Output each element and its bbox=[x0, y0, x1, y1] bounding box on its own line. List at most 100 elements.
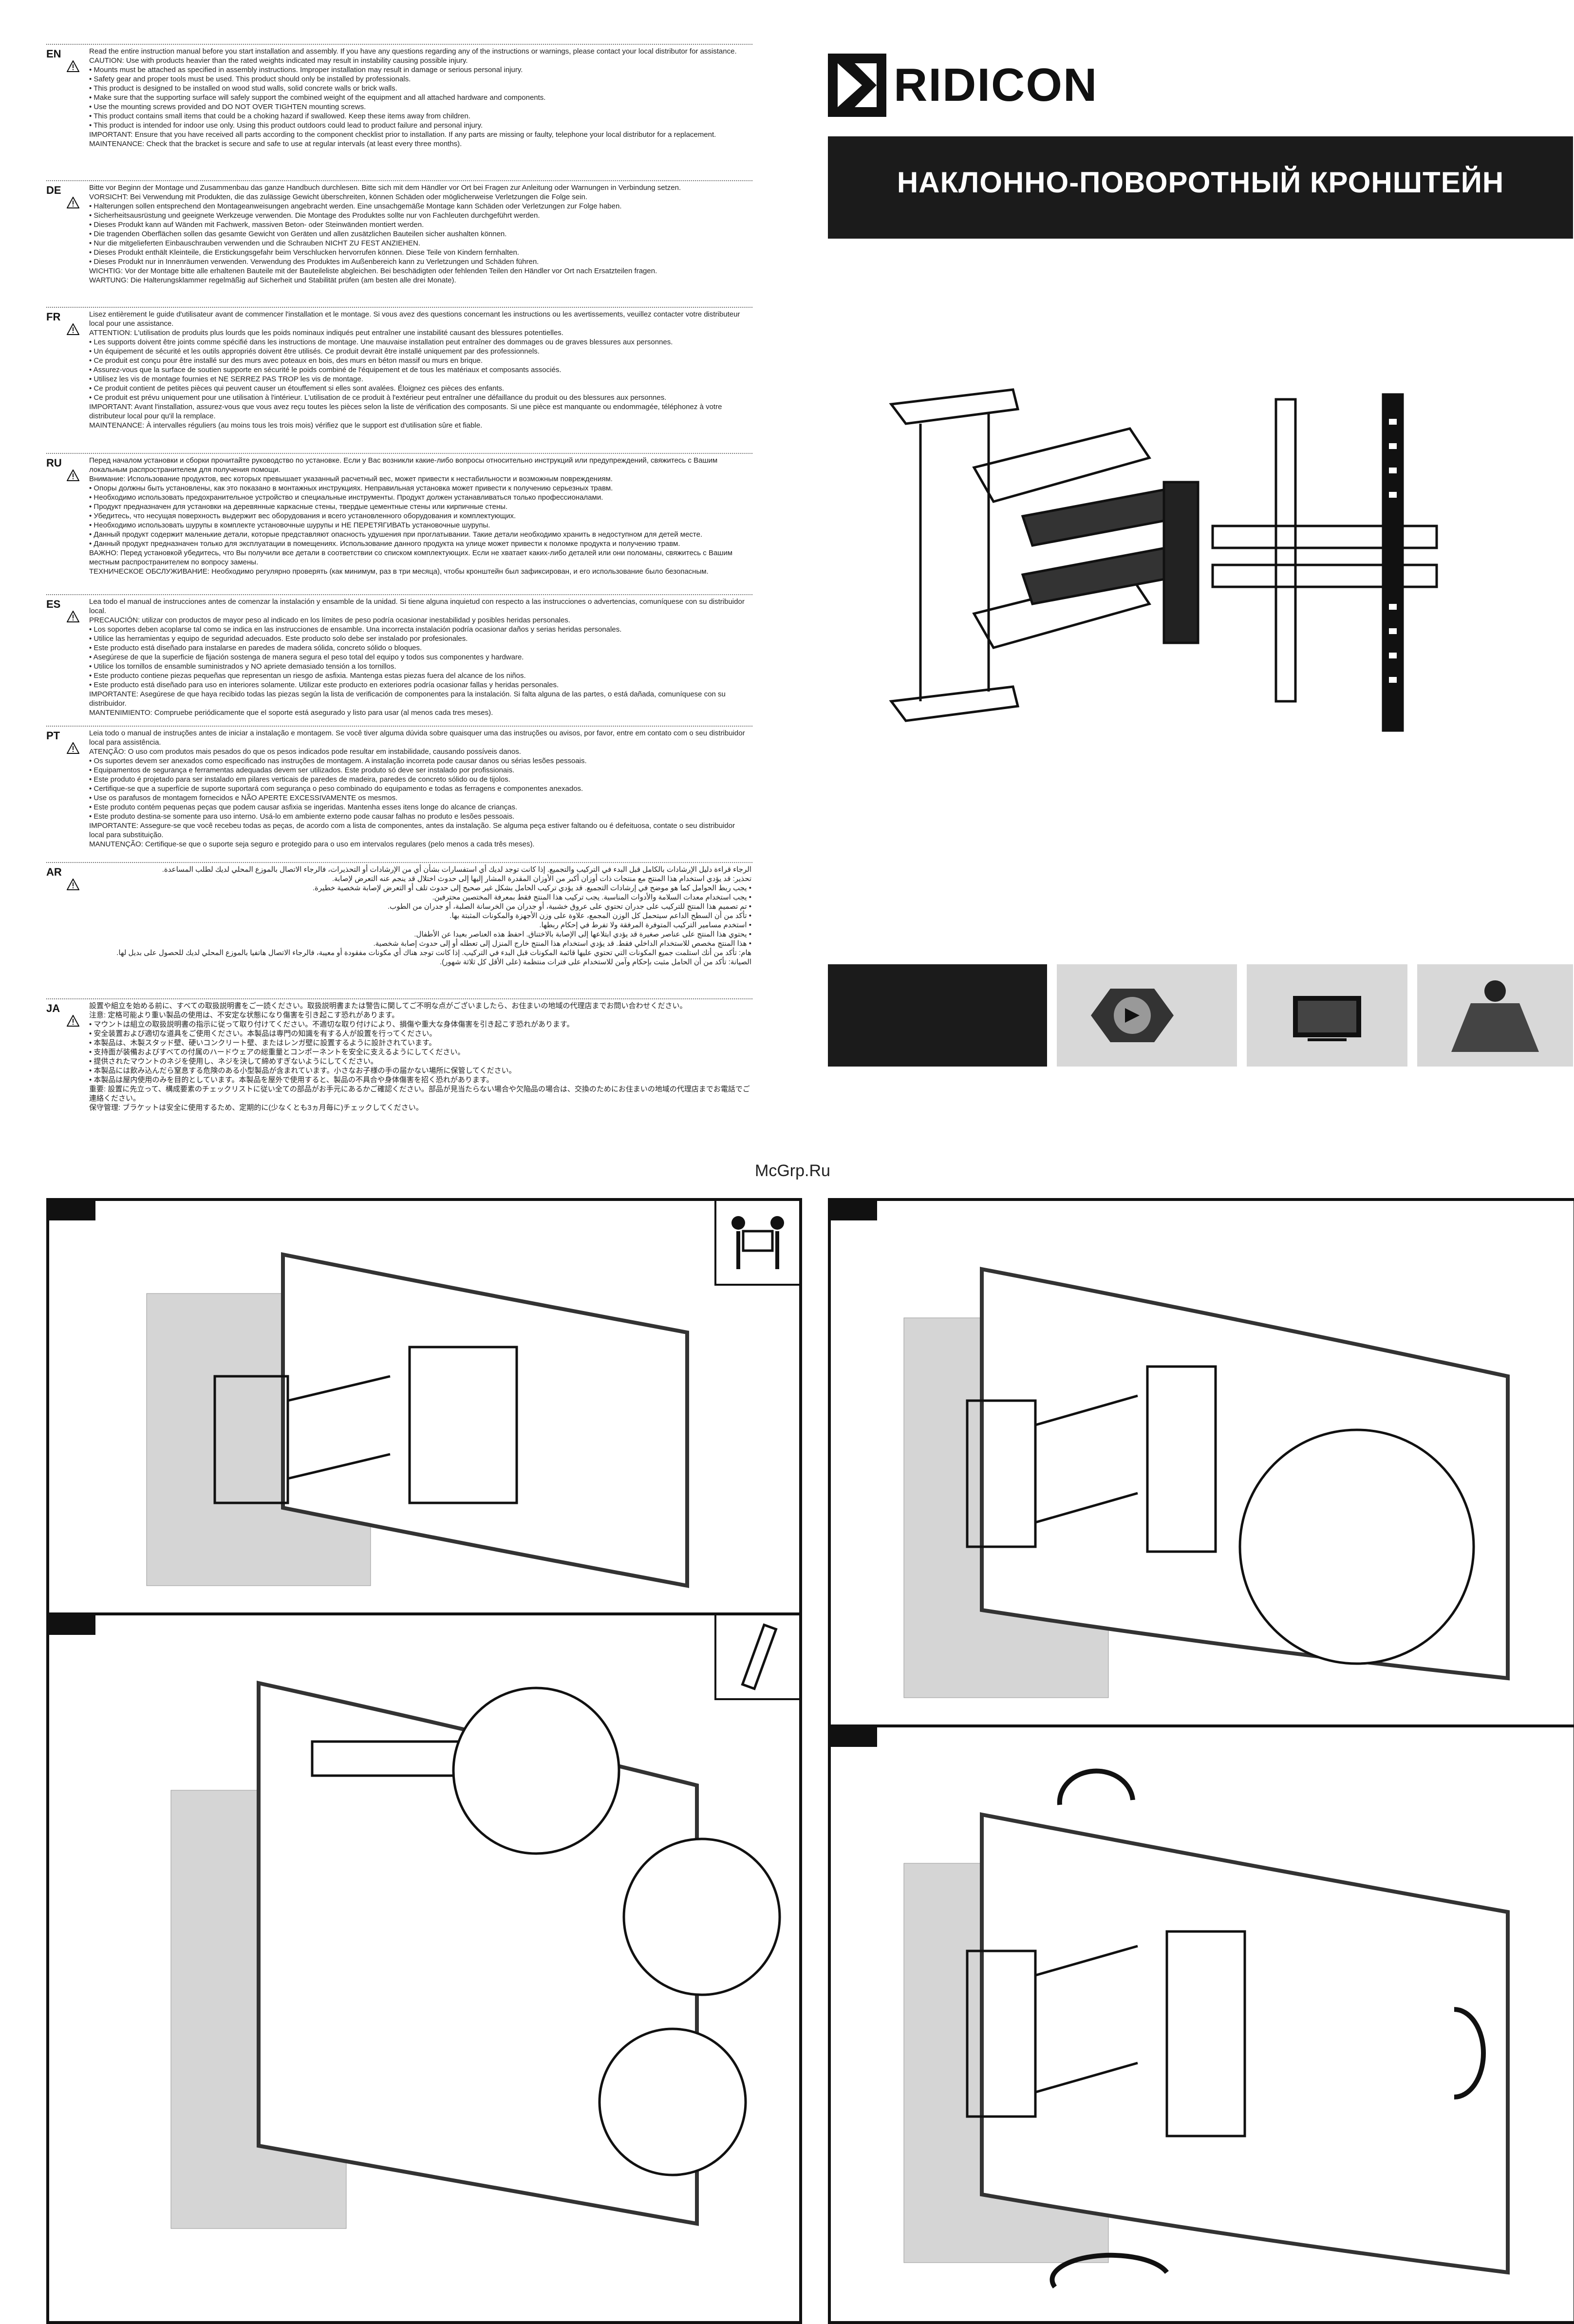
instruction-line: الصيانة: تأكد من أن الحامل مثبت بإحكام و… bbox=[439, 958, 751, 966]
instruction-line: Leia todo o manual de instruções antes d… bbox=[89, 729, 745, 747]
instruction-line: MANTENIMIENTO: Compruebe periódicamente … bbox=[89, 709, 493, 717]
instruction-line: ВАЖНО: Перед установкой убедитесь, что В… bbox=[89, 549, 733, 566]
instruction-line: الرجاء قراءة دليل الإرشادات بالكامل قبل … bbox=[162, 865, 751, 874]
instruction-line: • Equipamentos de segurança e ferramenta… bbox=[89, 766, 515, 774]
instruction-text: الرجاء قراءة دليل الإرشادات بالكامل قبل … bbox=[89, 865, 751, 967]
warning-icon bbox=[67, 60, 79, 72]
instruction-line: 重要: 設置に先立って、構成要素のチェックリストに従い全ての部品がお手元にあるか… bbox=[89, 1085, 750, 1103]
instruction-line: • Utilice las herramientas y equipo de s… bbox=[89, 635, 468, 643]
language-code: AR bbox=[46, 866, 62, 878]
instruction-line: IMPORTANT: Ensure that you have received… bbox=[89, 131, 716, 139]
pictogram-row bbox=[828, 964, 1573, 1067]
instruction-line: • Данный продукт предназначен только для… bbox=[89, 540, 680, 548]
watermark: McGrp.Ru bbox=[755, 1162, 830, 1180]
product-title: НАКЛОННО-ПОВОРОТНЫЙ КРОНШТЕЙН bbox=[897, 166, 1504, 199]
instruction-text: Lea todo el manual de instrucciones ante… bbox=[89, 597, 751, 717]
tv-icon bbox=[1247, 964, 1407, 1067]
instruction-line: • Ce produit contient de petites pièces … bbox=[89, 384, 505, 393]
instruction-line: • Este produto é projetado para ser inst… bbox=[89, 775, 510, 784]
instruction-line: • 本製品には飲み込んだら窒息する危険のある小型製品が含まれています。小さなお子… bbox=[89, 1067, 516, 1075]
instruction-line: MAINTENANCE: À intervalles réguliers (au… bbox=[89, 421, 483, 430]
instruction-line: • Assurez-vous que la surface de soutien… bbox=[89, 366, 562, 374]
instruction-line: PRECAUCIÓN: utilizar con productos de ma… bbox=[89, 616, 571, 624]
level-icon bbox=[714, 1615, 799, 1700]
instruction-line: ATENÇÃO: O uso com produtos mais pesados… bbox=[89, 748, 521, 756]
step-tag bbox=[831, 1201, 877, 1220]
warning-icon bbox=[67, 611, 79, 622]
tools-icon bbox=[1057, 964, 1237, 1067]
step-illustration-attach bbox=[903, 1267, 1510, 1698]
instruction-line: • Los soportes deben acoplarse tal como … bbox=[89, 625, 622, 634]
instruction-line: VORSICHT: Bei Verwendung mit Produkten, … bbox=[89, 193, 588, 201]
instruction-line: • Un équipement de sécurité et les outil… bbox=[89, 347, 540, 356]
instruction-line: • 本製品は、木製スタッド壁、硬いコンクリート壁、またはレンガ壁に設置するように… bbox=[89, 1039, 436, 1047]
steps-panel-right bbox=[828, 1198, 1574, 2324]
instruction-line: • This product contains small items that… bbox=[89, 112, 470, 120]
step-illustration-adjust bbox=[903, 1768, 1510, 2288]
instruction-line: MANUTENÇÃO: Certifique-se que o suporte … bbox=[89, 840, 535, 848]
instruction-line: • Продукт предназначен для установки на … bbox=[89, 503, 508, 511]
instruction-line: • 本製品は屋内使用のみを目的としています。本製品を屋外で使用すると、製品の不具… bbox=[89, 1076, 494, 1084]
instruction-line: 保守管理: ブラケットは安全に使用するため、定期的に(少なくとも3ヵ月毎に)チェ… bbox=[89, 1104, 423, 1112]
instruction-line: Lisez entièrement le guide d'utilisateur… bbox=[89, 310, 740, 328]
brand-logo bbox=[828, 54, 886, 117]
step-illustration-mount-tv bbox=[146, 1252, 689, 1588]
step-tag bbox=[831, 1727, 877, 1747]
instruction-line: • Certifique-se que a superfície de supo… bbox=[89, 785, 583, 793]
warning-icon bbox=[67, 323, 79, 335]
instruction-line: • Ce produit est conçu pour être install… bbox=[89, 356, 483, 365]
instruction-line: • Sicherheitsausrüstung und geeignete We… bbox=[89, 211, 540, 220]
language-code: PT bbox=[46, 730, 60, 742]
instruction-line: 注意: 定格可能より重い製品の使用は、不安定な状態になり傷害を引き起こす恐れがあ… bbox=[89, 1011, 399, 1019]
instruction-line: • يجب استخدام معدات السلامة والأدوات الم… bbox=[432, 893, 752, 901]
instruction-line: • Use the mounting screws provided and D… bbox=[89, 103, 366, 111]
instruction-line: CAUTION: Use with products heavier than … bbox=[89, 56, 468, 65]
instruction-text: Leia todo o manual de instruções antes d… bbox=[89, 729, 751, 849]
instruction-line: تحذير: قد يؤدي استخدام هذا المنتج مع منت… bbox=[332, 875, 751, 883]
step-tag bbox=[49, 1201, 95, 1220]
instruction-line: • يجب ربط الحوامل كما هو موضح في إرشادات… bbox=[312, 884, 751, 892]
instruction-line: • Die tragenden Oberflächen sollen das g… bbox=[89, 230, 507, 238]
instruction-line: • Данный продукт содержит маленькие дета… bbox=[89, 530, 703, 539]
language-block-fr: FR Lisez entièrement le guide d'utilisate… bbox=[46, 307, 752, 430]
steps-panel-left bbox=[46, 1198, 802, 2324]
instruction-line: Bitte vor Beginn der Montage und Zusamme… bbox=[89, 184, 681, 192]
instruction-line: • Os suportes devem ser anexados como es… bbox=[89, 757, 587, 765]
instruction-line: • Dieses Produkt nur in Innenräumen verw… bbox=[89, 258, 539, 266]
instruction-line: • Dieses Produkt enthält Kleinteile, die… bbox=[89, 248, 519, 257]
instruction-line: ATTENTION: L'utilisation de produits plu… bbox=[89, 329, 563, 337]
divider bbox=[831, 1724, 1574, 1727]
instruction-text: Перед началом установки и сборки прочита… bbox=[89, 456, 751, 576]
instruction-line: • Use os parafusos de montagem fornecido… bbox=[89, 794, 398, 802]
step-tag bbox=[49, 1615, 95, 1635]
instruction-line: IMPORTANTE: Assegure-se que você recebeu… bbox=[89, 822, 735, 839]
two-person-icon bbox=[714, 1201, 799, 1286]
instruction-line: • Este producto está diseñado para insta… bbox=[89, 644, 422, 652]
instruction-line: • Este produto destina-se somente para u… bbox=[89, 812, 515, 821]
instruction-line: • Asegúrese de que la superficie de fija… bbox=[89, 653, 524, 661]
instruction-line: • Опоры должны быть установлены, как это… bbox=[89, 484, 613, 492]
weight-icon bbox=[1417, 964, 1573, 1067]
divider bbox=[49, 1612, 799, 1615]
warning-icon bbox=[67, 197, 79, 208]
language-block-pt: PT Leia todo o manual de instruções antes… bbox=[46, 726, 752, 848]
instruction-line: • تم تصميم هذا المنتج للتركيب على جدران … bbox=[387, 902, 751, 911]
language-code: FR bbox=[46, 311, 61, 323]
instruction-line: • Nur die mitgelieferten Einbauschrauben… bbox=[89, 239, 421, 247]
instruction-line: • Este produto contém pequenas peças que… bbox=[89, 803, 518, 811]
step-illustration-level bbox=[170, 1681, 781, 2229]
language-code: EN bbox=[46, 48, 61, 60]
instruction-text: Bitte vor Beginn der Montage und Zusamme… bbox=[89, 183, 751, 285]
language-code: RU bbox=[46, 457, 62, 469]
warning-icon bbox=[67, 879, 79, 890]
instruction-line: • This product is intended for indoor us… bbox=[89, 121, 483, 130]
title-banner: НАКЛОННО-ПОВОРОТНЫЙ КРОНШТЕЙН bbox=[828, 136, 1573, 239]
instruction-line: IMPORTANT: Avant l'installation, assurez… bbox=[89, 403, 722, 420]
instruction-line: • هذا المنتج مخصص للاستخدام الداخلي فقط.… bbox=[373, 939, 751, 948]
warning-icon bbox=[67, 742, 79, 754]
instruction-line: هام: تأكد من أنك استلمت جميع المكونات ال… bbox=[116, 949, 751, 957]
instruction-line: • 提供されたマウントのネジを使用し、ネジを決して締めすぎないようにしてください… bbox=[89, 1057, 378, 1066]
instruction-text: Lisez entièrement le guide d'utilisateur… bbox=[89, 310, 751, 430]
